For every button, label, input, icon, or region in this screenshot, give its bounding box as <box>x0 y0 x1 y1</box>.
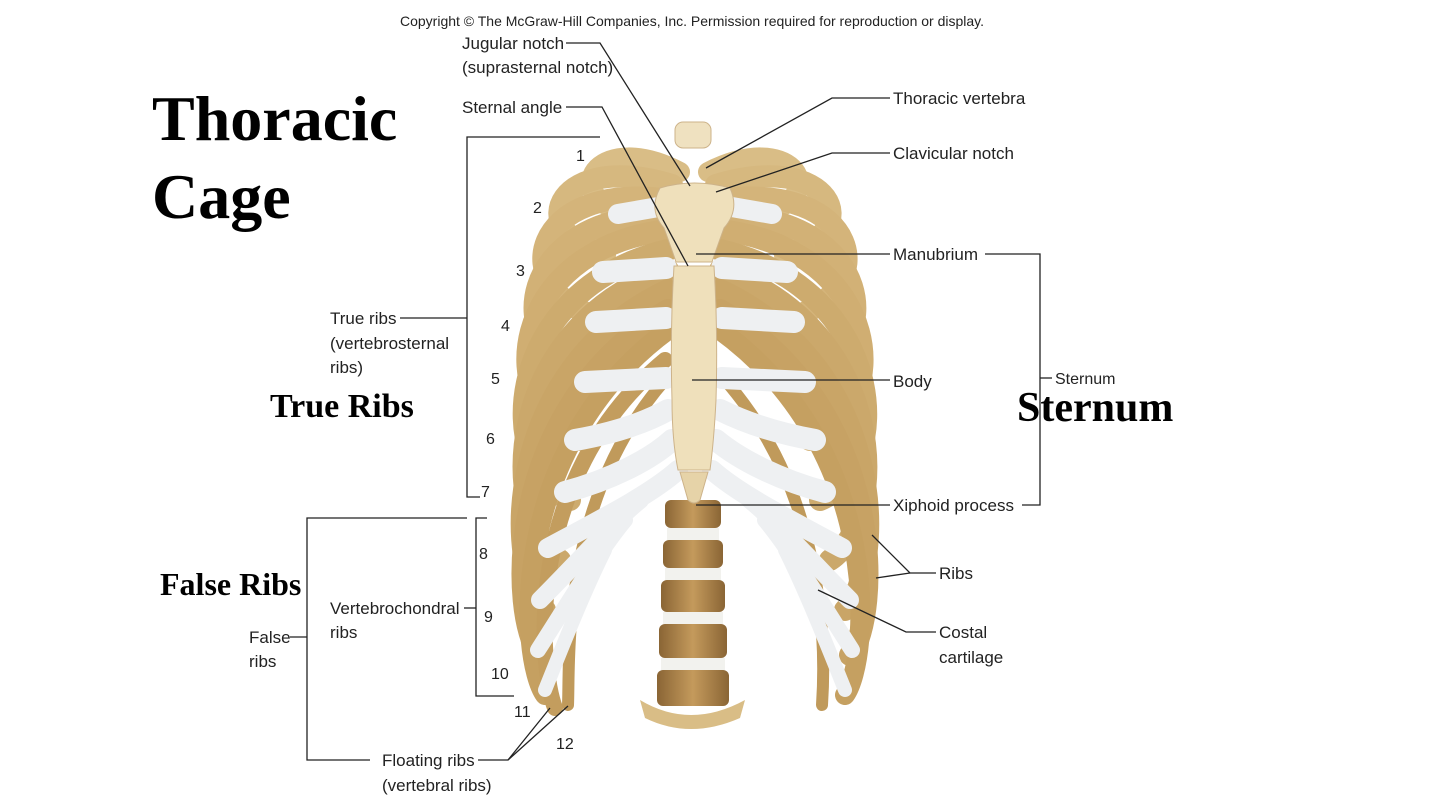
xiphoid-process <box>679 471 709 504</box>
label-costal-1: Costal <box>939 623 987 642</box>
rib-number-6: 6 <box>486 431 495 448</box>
label-false-ribs-2: ribs <box>249 652 276 671</box>
label-sternum-small: Sternum <box>1055 371 1115 388</box>
label-manubrium: Manubrium <box>893 245 978 264</box>
label-false-ribs-1: False <box>249 628 291 647</box>
label-sternal-angle: Sternal angle <box>462 98 562 117</box>
sternum-body <box>670 265 718 471</box>
vertebral-column <box>640 121 745 729</box>
label-costal-2: cartilage <box>939 648 1003 667</box>
label-floating-ribs-1: Floating ribs <box>382 751 475 770</box>
label-clavicular-notch: Clavicular notch <box>893 144 1014 163</box>
overlay-label-false-ribs: False Ribs <box>160 566 302 602</box>
sternum <box>654 182 735 504</box>
rib-number-4: 4 <box>501 318 510 335</box>
label-thoracic-vertebra: Thoracic vertebra <box>893 89 1026 108</box>
label-ribs: Ribs <box>939 564 973 583</box>
rib-number-3: 3 <box>516 263 525 280</box>
rib-number-7: 7 <box>481 484 490 501</box>
label-suprasternal-notch: (suprasternal notch) <box>462 58 613 77</box>
rib-number-11: 11 <box>514 704 531 721</box>
rib-number-10: 10 <box>491 666 509 683</box>
label-floating-ribs-2: (vertebral ribs) <box>382 776 492 795</box>
overlay-label-true-ribs: True Ribs <box>270 388 414 425</box>
label-vertebrochondral-1: Vertebrochondral <box>330 599 459 618</box>
label-vertebrochondral-2: ribs <box>330 623 357 642</box>
rib-numbers: 1 2 3 4 5 6 7 8 9 10 11 12 <box>479 148 585 753</box>
label-true-ribs-3: ribs) <box>330 358 363 377</box>
label-body: Body <box>893 372 932 391</box>
rib-number-2: 2 <box>533 200 542 217</box>
rib-number-1: 1 <box>576 148 585 165</box>
rib-number-5: 5 <box>491 371 500 388</box>
rib-number-9: 9 <box>484 609 493 626</box>
copyright-notice: Copyright © The McGraw-Hill Companies, I… <box>400 13 985 29</box>
overlay-label-sternum: Sternum <box>1017 385 1174 431</box>
title-line-2: Cage <box>152 161 291 232</box>
label-true-ribs-1: True ribs <box>330 309 396 328</box>
anatomy-labels: Jugular notch (suprasternal notch) Stern… <box>249 34 1115 795</box>
rib-number-12: 12 <box>556 736 574 753</box>
title-line-1: Thoracic <box>152 83 398 154</box>
rib-number-8: 8 <box>479 546 488 563</box>
label-true-ribs-2: (vertebrosternal <box>330 334 449 353</box>
slide-title: Thoracic Cage <box>152 80 397 236</box>
ribs <box>510 147 880 716</box>
costal-cartilages <box>530 196 860 697</box>
label-xiphoid-process: Xiphoid process <box>893 496 1014 515</box>
leader-lines <box>290 42 1052 761</box>
label-jugular-notch: Jugular notch <box>462 34 564 53</box>
